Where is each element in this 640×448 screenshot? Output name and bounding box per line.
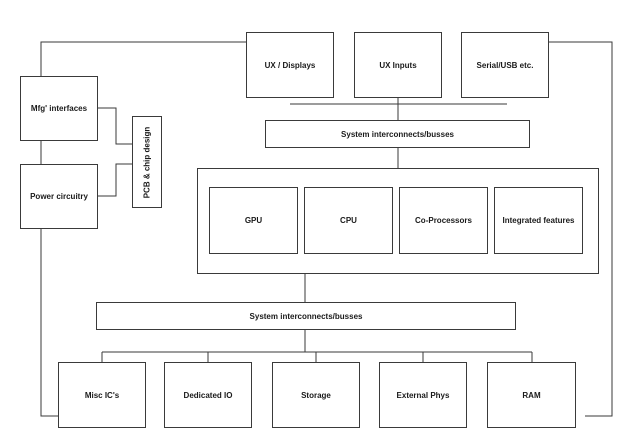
power-circuitry-label: Power circuitry xyxy=(30,192,88,201)
storage-label: Storage xyxy=(301,390,331,400)
co-processors-box: Co-Processors xyxy=(399,187,488,254)
power-circuitry-box: Power circuitry xyxy=(20,164,98,229)
ram-label: RAM xyxy=(522,390,541,400)
co-processors-label: Co-Processors xyxy=(415,216,472,225)
ux-displays-box: UX / Displays xyxy=(246,32,334,98)
gpu-label: GPU xyxy=(244,216,263,225)
integrated-features-label: Integrated features xyxy=(502,216,575,225)
dedicated-io-label: Dedicated IO xyxy=(183,390,233,400)
serial-usb-label: Serial/USB etc. xyxy=(476,60,534,70)
pcb-chip-design-box: PCB & chip design xyxy=(132,116,162,208)
interconnect-bottom-label: System interconnects/busses xyxy=(249,311,363,321)
mfg-interfaces-label: Mfg' interfaces xyxy=(30,104,88,113)
mfg-to-pcb-line xyxy=(98,107,132,145)
storage-box: Storage xyxy=(272,362,360,428)
integrated-features-box: Integrated features xyxy=(494,187,583,254)
serial-usb-box: Serial/USB etc. xyxy=(461,32,549,98)
interconnect-bottom-box: System interconnects/busses xyxy=(96,302,516,330)
pcb-chip-design-label: PCB & chip design xyxy=(142,126,152,198)
mfg-interfaces-box: Mfg' interfaces xyxy=(20,76,98,141)
outer-frame-line-left-lower xyxy=(40,229,58,417)
ram-box: RAM xyxy=(487,362,576,428)
misc-ics-box: Misc IC's xyxy=(58,362,146,428)
interconnect-top-label: System interconnects/busses xyxy=(341,129,454,139)
outer-frame-line-right xyxy=(549,41,613,417)
external-phys-label: External Phys xyxy=(396,390,450,400)
ux-inputs-box: UX Inputs xyxy=(354,32,442,98)
ux-displays-label: UX / Displays xyxy=(264,60,316,70)
ux-inputs-label: UX Inputs xyxy=(379,60,417,70)
dedicated-io-box: Dedicated IO xyxy=(164,362,252,428)
outer-frame-line xyxy=(40,41,246,76)
gpu-box: GPU xyxy=(209,187,298,254)
cpu-box: CPU xyxy=(304,187,393,254)
misc-ics-label: Misc IC's xyxy=(84,390,120,400)
power-to-pcb-line xyxy=(98,163,132,197)
cpu-label: CPU xyxy=(340,216,357,225)
external-phys-box: External Phys xyxy=(379,362,467,428)
interconnect-top-box: System interconnects/busses xyxy=(265,120,530,148)
